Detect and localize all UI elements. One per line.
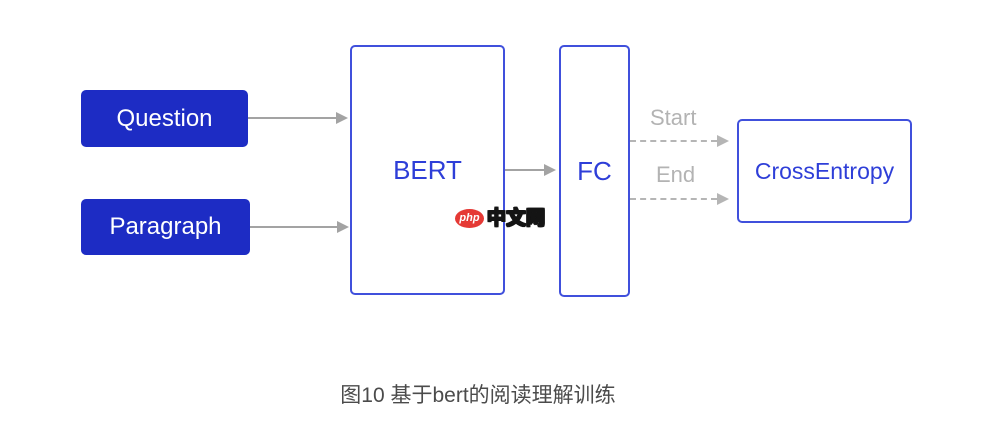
node-paragraph: Paragraph [81, 199, 250, 255]
arrowhead-icon [336, 112, 348, 124]
figure-caption: 图10 基于bert的阅读理解训练 [340, 384, 616, 407]
arrowhead-icon [544, 164, 556, 176]
node-crossentropy: CrossEntropy [737, 119, 912, 223]
watermark-site-text: 中文网 [486, 208, 546, 229]
edge-bert-to-fc [505, 169, 545, 171]
node-fc-label: FC [577, 155, 612, 186]
php-logo-icon: php [455, 209, 484, 228]
arrowhead-icon [337, 221, 349, 233]
edge-label-start: Start [650, 105, 697, 130]
node-question-label: Question [116, 104, 213, 132]
node-paragraph-label: Paragraph [109, 213, 222, 240]
edge-paragraph-to-bert [250, 226, 337, 228]
edge-question-to-bert [248, 117, 337, 119]
node-fc: FC [559, 45, 630, 297]
node-question: Question [81, 90, 248, 147]
node-crossentropy-label: CrossEntropy [754, 157, 895, 184]
arrowhead-icon [717, 193, 729, 205]
edge-fc-to-crossentropy-start [630, 140, 717, 142]
node-bert-label: BERT [393, 154, 462, 185]
watermark: php 中文网 [455, 208, 546, 229]
edge-fc-to-crossentropy-end [630, 198, 717, 200]
arrowhead-icon [717, 135, 729, 147]
edge-label-end: End [656, 162, 696, 187]
node-bert: BERT [350, 45, 505, 295]
